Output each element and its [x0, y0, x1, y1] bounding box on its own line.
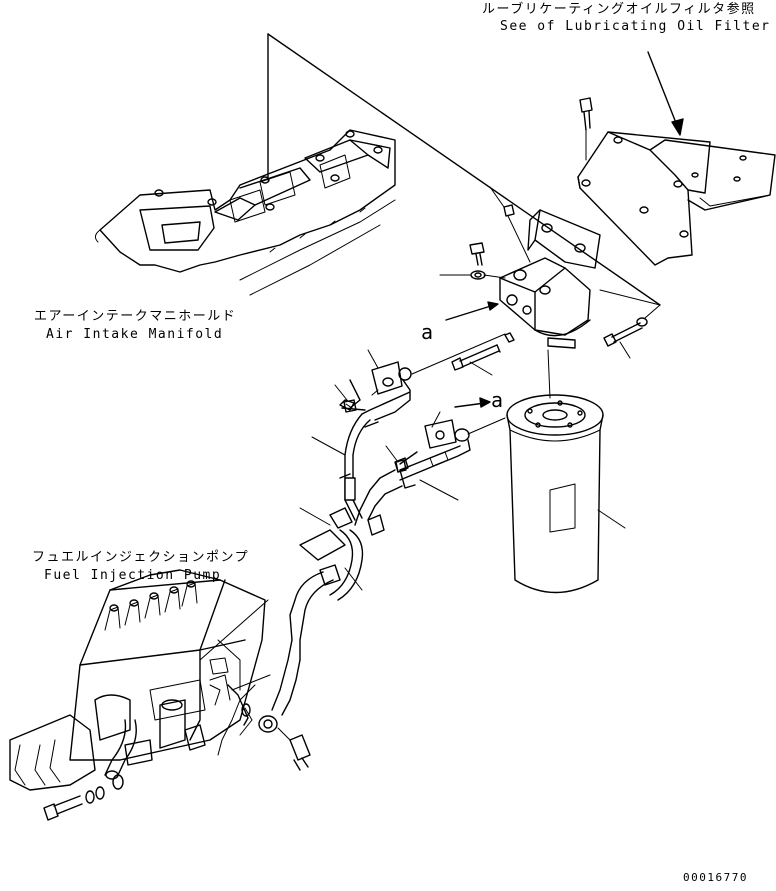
- oil-filter-cartridge: [506, 349, 626, 594]
- ref-a-arrows: [445, 301, 499, 408]
- pump-bolt-and-washers: [43, 774, 124, 821]
- manifold-leader-lines: [267, 33, 661, 306]
- fuel-pump-label-en: Fuel Injection Pump: [44, 568, 222, 583]
- ref-a-label-upper: a: [421, 320, 434, 344]
- oil-filter-ref-label-jp: ルーブリケーティングオイルフィルタ参照: [482, 2, 756, 17]
- oil-filter-ref-label-en: See of Lubricating Oil Filter: [500, 19, 771, 34]
- oil-filter-ref-arrow: [647, 51, 684, 136]
- pump-side-link: [227, 674, 271, 726]
- fuel-pump-label-jp: フュエルインジェクションポンプ: [32, 550, 250, 565]
- tube-clamp-bolts: [334, 384, 407, 473]
- air-intake-manifold: [94, 129, 396, 296]
- air-intake-label-en: Air Intake Manifold: [46, 327, 224, 342]
- filter-head: [499, 257, 591, 349]
- small-bolts: [439, 186, 661, 376]
- fuel-tubes: [258, 333, 506, 771]
- ref-a-label-lower: a: [491, 388, 504, 412]
- upper-bracket: [577, 131, 776, 266]
- top-bolt: [579, 97, 593, 161]
- fuel-injection-pump: [9, 569, 269, 791]
- drawing-number: 00016770: [683, 871, 748, 884]
- filter-head-bracket: [527, 209, 601, 269]
- air-intake-label-jp: エアーインテークマニホールド: [34, 309, 237, 324]
